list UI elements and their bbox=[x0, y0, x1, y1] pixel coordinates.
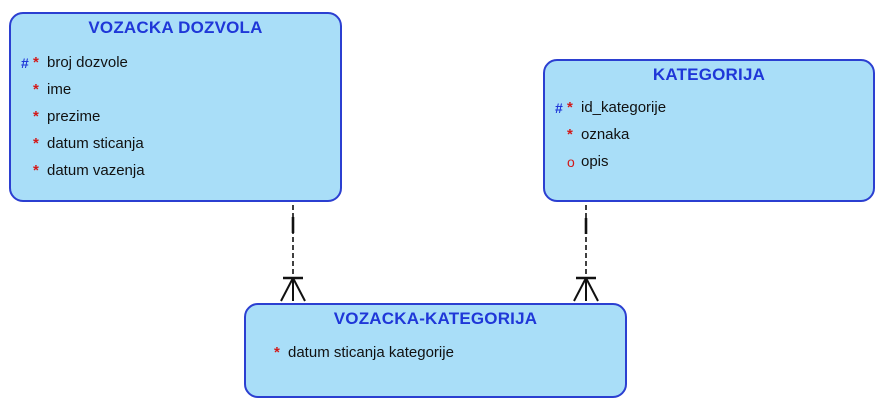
attribute-oznaka[interactable]: * oznaka bbox=[555, 121, 873, 148]
required-marker: * bbox=[567, 99, 573, 116]
attribute-list-kategorija: # * id_kategorije * oznaka o opis bbox=[545, 85, 873, 175]
required-marker: * bbox=[567, 126, 573, 143]
attribute-name: prezime bbox=[47, 108, 101, 125]
attribute-name: ime bbox=[47, 81, 72, 98]
attribute-id-kategorije[interactable]: # * id_kategorije bbox=[555, 94, 873, 121]
required-marker: * bbox=[33, 54, 39, 71]
relationship-kategorija-to-vozacka-kategorija bbox=[573, 205, 599, 302]
attribute-name: datum vazenja bbox=[47, 162, 145, 179]
required-marker: * bbox=[33, 108, 39, 125]
primary-key-marker: # bbox=[555, 99, 563, 116]
required-marker: * bbox=[274, 344, 280, 361]
attribute-prezime[interactable]: * prezime bbox=[21, 103, 340, 130]
attribute-datum-sticanja[interactable]: * datum sticanja bbox=[21, 130, 340, 157]
attribute-list-vozacka-kategorija: * datum sticanja kategorije bbox=[246, 329, 625, 366]
attribute-name: opis bbox=[581, 153, 609, 170]
attribute-name: broj dozvole bbox=[47, 54, 128, 71]
attribute-name: id_kategorije bbox=[581, 99, 667, 116]
required-marker: * bbox=[33, 162, 39, 179]
entity-title-kategorija: KATEGORIJA bbox=[652, 65, 766, 84]
attribute-name: oznaka bbox=[581, 126, 630, 143]
attribute-list-vozacka-dozvola: # * broj dozvole * ime * prezime * datum… bbox=[11, 38, 340, 184]
entity-kategorija[interactable]: KATEGORIJA # * id_kategorije * oznaka o … bbox=[543, 59, 875, 202]
relationship-vozacka-dozvola-to-vozacka-kategorija bbox=[280, 205, 306, 302]
attribute-broj-dozvole[interactable]: # * broj dozvole bbox=[21, 49, 340, 76]
entity-title-vozacka-kategorija: VOZACKA-KATEGORIJA bbox=[333, 309, 538, 328]
attribute-name: datum sticanja kategorije bbox=[288, 344, 454, 361]
entity-vozacka-kategorija[interactable]: VOZACKA-KATEGORIJA * datum sticanja kate… bbox=[244, 303, 627, 398]
entity-title-vozacka-dozvola: VOZACKA DOZVOLA bbox=[88, 18, 263, 37]
attribute-ime[interactable]: * ime bbox=[21, 76, 340, 103]
required-marker: * bbox=[33, 81, 39, 98]
attribute-opis[interactable]: o opis bbox=[555, 148, 873, 175]
primary-key-marker: # bbox=[21, 54, 29, 71]
attribute-datum-sticanja-kategorije[interactable]: * datum sticanja kategorije bbox=[274, 339, 625, 366]
attribute-name: datum sticanja bbox=[47, 135, 144, 152]
entity-vozacka-dozvola[interactable]: VOZACKA DOZVOLA # * broj dozvole * ime *… bbox=[9, 12, 342, 202]
required-marker: * bbox=[33, 135, 39, 152]
attribute-datum-vazenja[interactable]: * datum vazenja bbox=[21, 157, 340, 184]
optional-marker: o bbox=[567, 153, 575, 170]
